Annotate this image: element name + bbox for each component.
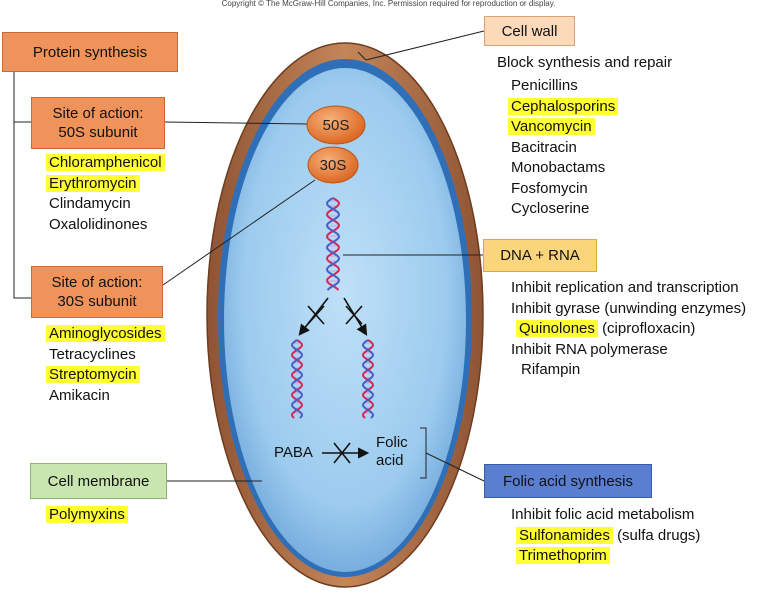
ribosome-50s: [306, 105, 366, 145]
drug-item: Cycloserine: [511, 199, 618, 220]
drug-item: Fosfomycin: [511, 179, 618, 200]
drug-name: Erythromycin: [46, 174, 140, 192]
drug-name: Clindamycin: [49, 195, 131, 212]
drug-name: Vancomycin: [508, 118, 595, 135]
drug-item: Penicillins: [511, 76, 618, 97]
drug-name: Aminoglycosides: [46, 325, 165, 342]
protein-synthesis-box: Protein synthesis: [2, 32, 178, 72]
dna-info-list: Inhibit replication and transcription In…: [511, 278, 746, 381]
dna-strand: [290, 339, 304, 419]
ribosome-50s-label: 50S: [322, 116, 350, 134]
site-30s-box: Site of action: 30S subunit: [31, 266, 163, 318]
cell-wall-heading: Block synthesis and repair: [497, 54, 673, 71]
drug-item: Clindamycin: [49, 194, 165, 215]
cytoplasm-shape: [224, 68, 466, 572]
drug-item: Erythromycin: [46, 174, 165, 195]
copyright-notice: Copyright © The McGraw-Hill Companies, I…: [221, 0, 556, 8]
inhibit-x-paba-icon: [333, 442, 351, 464]
dna-helix-main: [326, 197, 340, 291]
drug-item: Tetracyclines: [49, 345, 165, 366]
drug-name: Monobactams: [511, 159, 606, 176]
drug-name: Cephalosporins: [508, 97, 619, 115]
cell-wall-drugs-list: Penicillins Cephalosporins Vancomycin Ba…: [508, 76, 619, 220]
folic-acid-synthesis-label: Folic acid synthesis: [502, 472, 634, 490]
folic-acid-label-line1: Folic: [376, 434, 408, 451]
drug-name: Rifampin: [521, 361, 581, 378]
info-text: Inhibit gyrase (unwinding enzymes): [511, 299, 747, 317]
drug-item: Monobactams: [511, 158, 618, 179]
drug-name: Streptomycin: [46, 366, 140, 383]
info-line: Inhibit replication and transcription: [511, 278, 746, 299]
drug-item: Vancomycin: [508, 117, 618, 138]
drug-name: Sulfonamides: [516, 526, 613, 544]
dna-helix-right: [361, 339, 375, 419]
drug-item: Bacitracin: [511, 138, 618, 159]
drug-name: Cycloserine: [511, 200, 590, 217]
info-line: Rifampin: [511, 360, 746, 381]
site-30s-line1: Site of action:: [51, 274, 143, 291]
protein-synthesis-label: Protein synthesis: [32, 43, 148, 61]
dna-rna-label: DNA + RNA: [500, 247, 580, 264]
info-line: Quinolones (ciprofloxacin): [511, 319, 746, 340]
cell-membrane-box: Cell membrane: [30, 463, 167, 499]
drug-item: Chloramphenicol: [46, 153, 165, 174]
drugs-30s-list: Aminoglycosides Tetracyclines Streptomyc…: [46, 324, 165, 407]
paba-label: PABA: [274, 444, 313, 461]
drug-name: Quinolones: [516, 320, 598, 337]
drug-name: Amikacin: [49, 386, 110, 404]
drugs-membrane-list: Polymyxins: [46, 505, 128, 526]
info-line: Trimethoprim: [511, 546, 700, 567]
drug-name: Trimethoprim: [516, 547, 610, 564]
drugs-50s-list: Chloramphenicol Erythromycin Clindamycin…: [46, 153, 165, 236]
info-line: Inhibit folic acid metabolism: [511, 505, 700, 526]
dna-strand: [361, 339, 375, 419]
ribosome-30s: [307, 146, 359, 184]
drug-item: Aminoglycosides: [46, 324, 165, 345]
cell-wall-label: Cell wall: [501, 22, 558, 40]
drug-name: Oxalolidinones: [49, 215, 148, 233]
drug-name: Fosfomycin: [511, 179, 588, 197]
site-50s-box: Site of action: 50S subunit: [31, 97, 165, 149]
drug-name: Bacitracin: [511, 138, 577, 156]
drug-item: Polymyxins: [46, 505, 128, 526]
site-50s-line2: 50S subunit: [58, 124, 138, 141]
drug-item: Amikacin: [49, 386, 165, 407]
drug-item: Oxalolidinones: [49, 215, 165, 236]
drug-note: (sulfa drugs): [617, 526, 701, 544]
info-line: Sulfonamides (sulfa drugs): [511, 526, 700, 547]
dna-strand: [290, 339, 304, 419]
inhibit-x-left-icon: [307, 305, 325, 325]
drug-note: (ciprofloxacin): [602, 320, 696, 337]
cell-membrane-label: Cell membrane: [47, 472, 150, 490]
drug-item: Cephalosporins: [508, 97, 619, 118]
info-text: Inhibit folic acid metabolism: [511, 506, 695, 523]
site-30s-line2: 30S subunit: [57, 293, 137, 310]
ribosome-30s-label: 30S: [319, 156, 347, 174]
dna-rna-box: DNA + RNA: [483, 239, 597, 272]
info-line: Inhibit RNA polymerase: [511, 340, 746, 361]
drug-name: Penicillins: [511, 77, 578, 94]
drug-name: Tetracyclines: [49, 345, 136, 363]
folic-acid-synthesis-box: Folic acid synthesis: [484, 464, 652, 498]
dna-strand: [361, 339, 375, 419]
cell-wall-box: Cell wall: [484, 16, 575, 46]
folic-info-list: Inhibit folic acid metabolism Sulfonamid…: [511, 505, 700, 567]
site-50s-line1: Site of action:: [52, 105, 144, 122]
info-line: Inhibit gyrase (unwinding enzymes): [511, 299, 746, 320]
inhibit-x-right-icon: [345, 305, 363, 325]
dna-helix-left: [290, 339, 304, 419]
info-text: Inhibit replication and transcription: [511, 279, 739, 296]
info-text: Inhibit RNA polymerase: [511, 340, 668, 358]
folic-acid-label-line2: acid: [376, 452, 404, 469]
drug-name: Chloramphenicol: [46, 154, 165, 171]
drug-item: Streptomycin: [46, 365, 165, 386]
drug-name: Polymyxins: [46, 506, 128, 523]
dna-strand: [326, 197, 340, 291]
